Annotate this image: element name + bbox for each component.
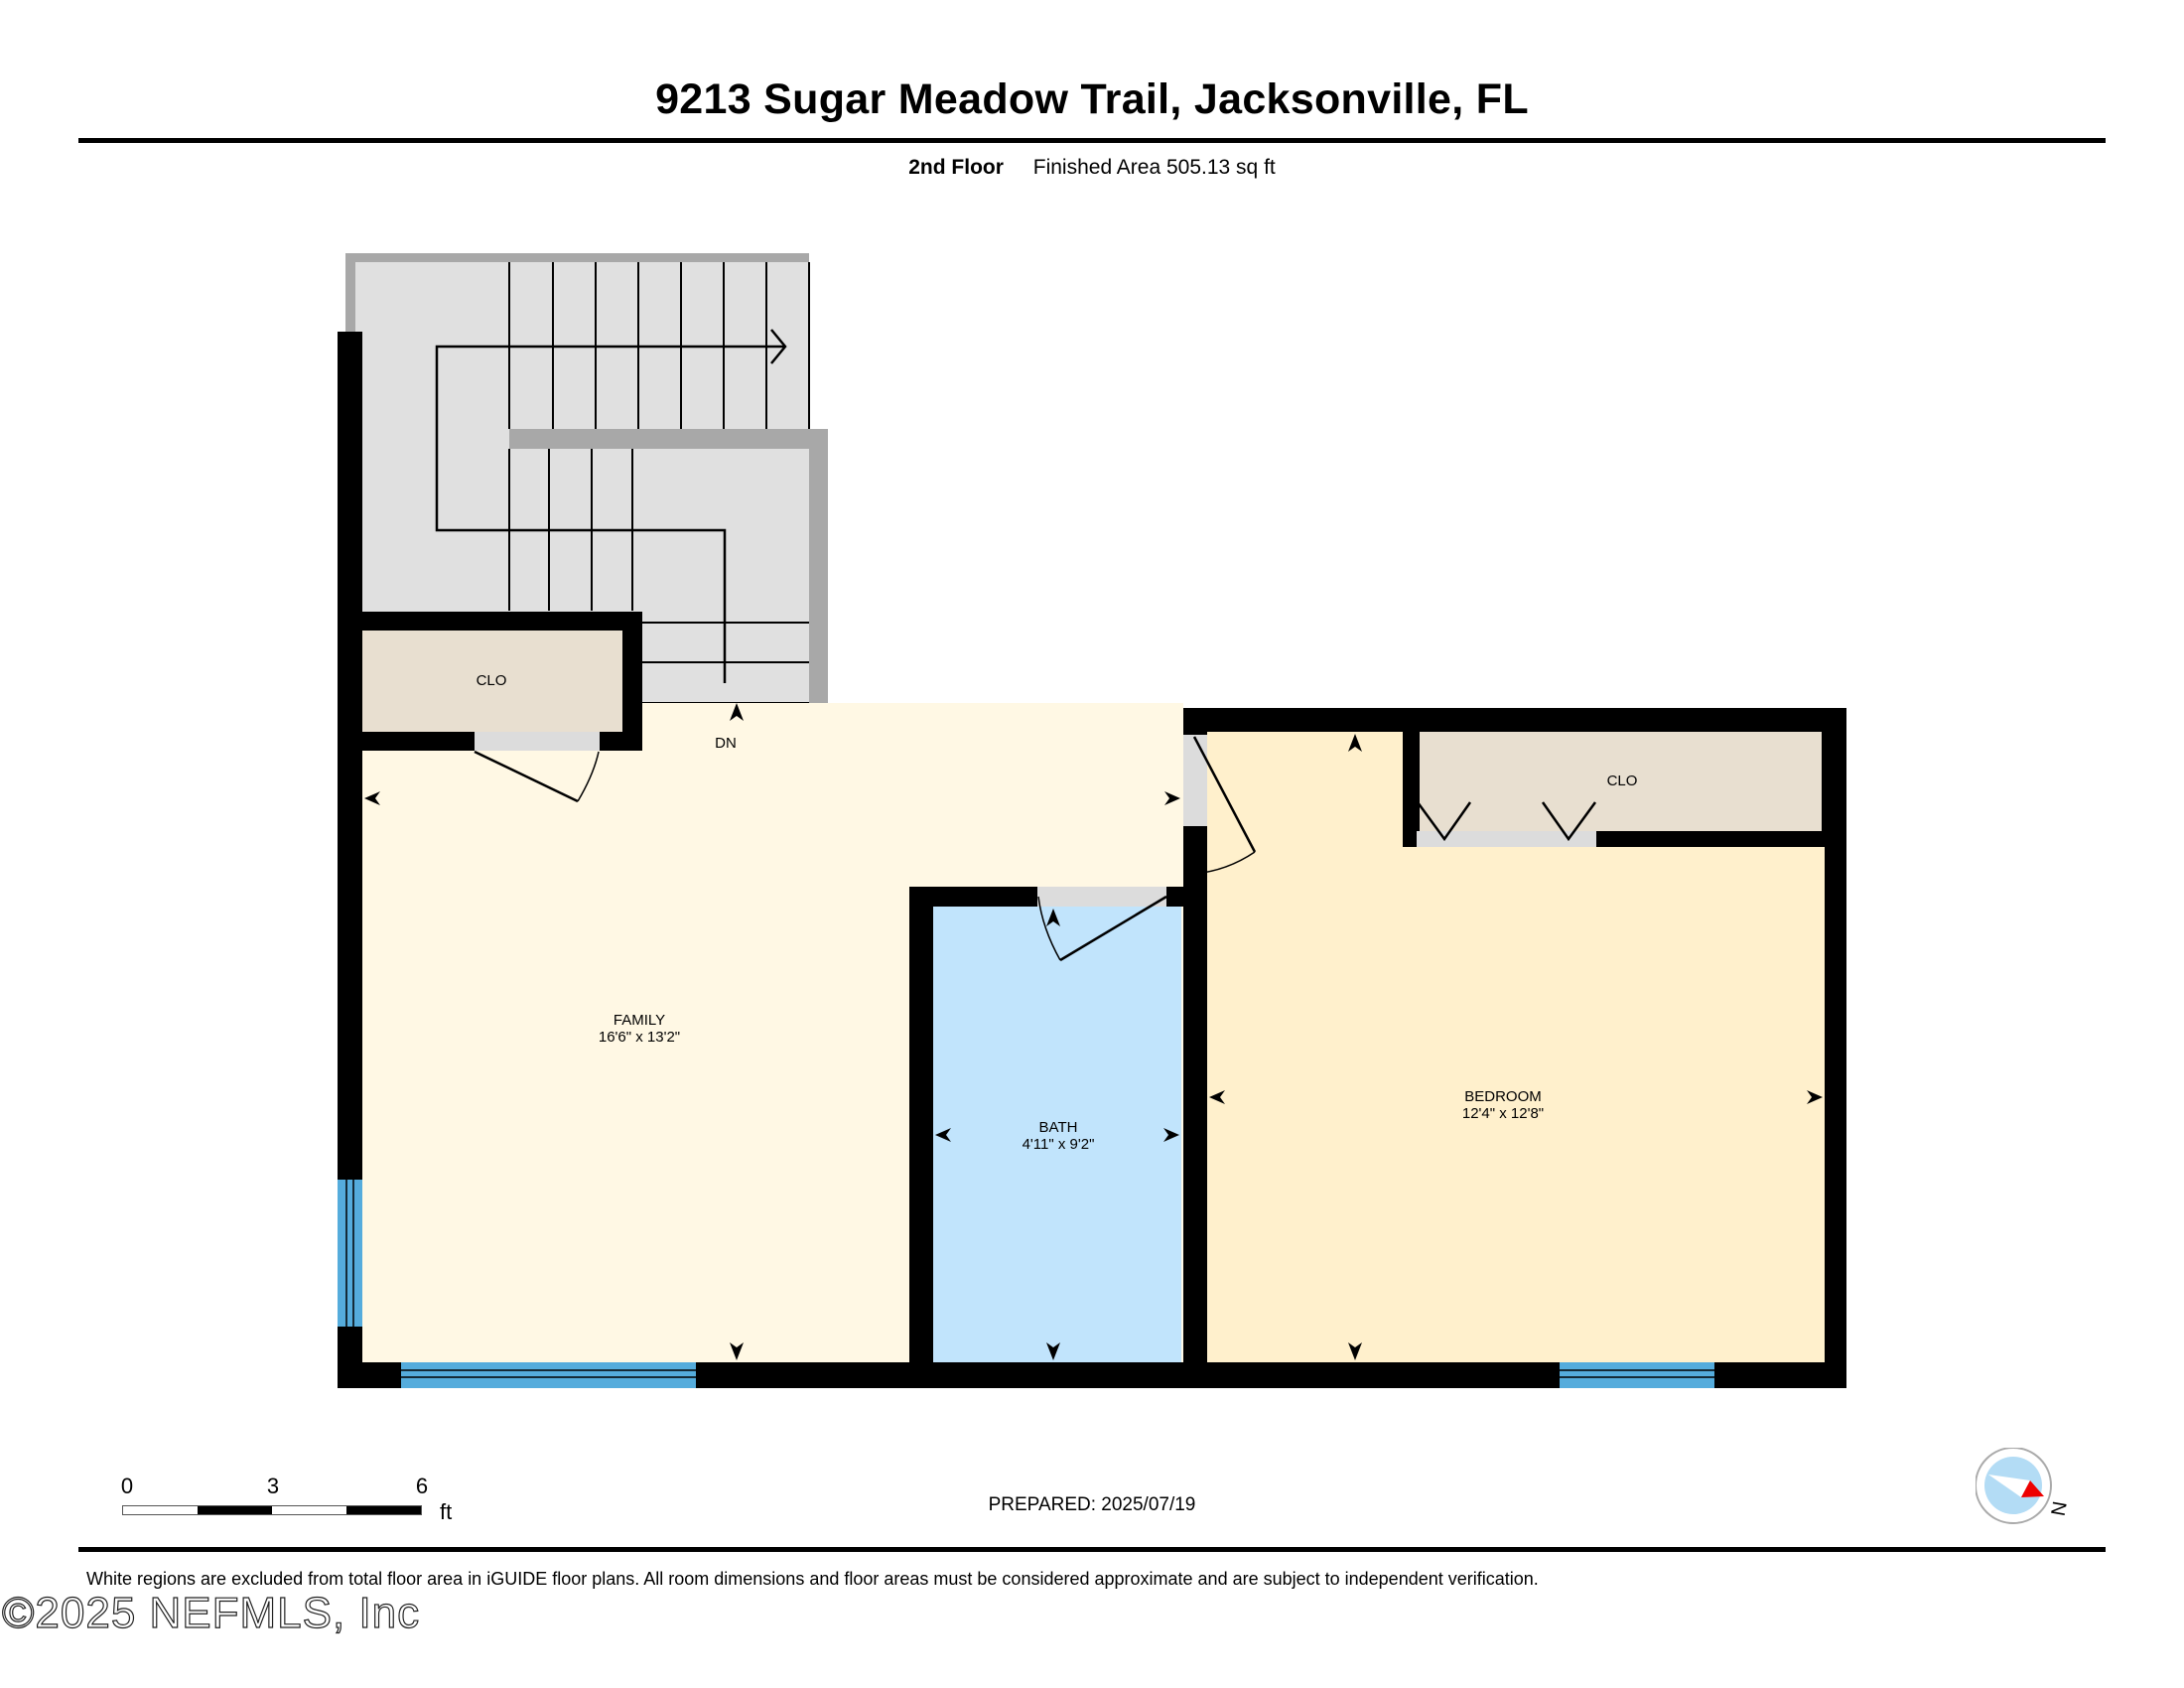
wall-bath-west <box>909 887 933 1363</box>
stair-direction-line <box>435 345 784 683</box>
room-label-closet-1: CLO <box>477 672 507 689</box>
footer-divider <box>78 1547 2106 1552</box>
room-closet-2 <box>1420 732 1822 831</box>
scale-bar: 0 3 6 ft <box>120 1474 460 1543</box>
room-dimensions: 16'6" x 13'2" <box>598 1029 681 1046</box>
wall-bedroom-east <box>1825 708 1846 1388</box>
room-name: CLO <box>1606 773 1638 789</box>
room-bath <box>933 907 1181 1362</box>
room-closet-1 <box>360 631 622 732</box>
header-divider <box>78 138 2106 143</box>
floor-summary: 2nd Floor Finished Area 505.13 sq ft <box>0 156 2184 180</box>
room-label-closet-2: CLO <box>1607 773 1638 789</box>
scale-tick-3: 3 <box>266 1474 280 1498</box>
scale-unit: ft <box>440 1499 453 1524</box>
room-name: CLO <box>476 672 507 689</box>
closet-2-door-opening <box>1417 831 1596 847</box>
room-name: FAMILY <box>613 1012 666 1029</box>
window-bedroom-south <box>1560 1362 1714 1388</box>
disclaimer-text: White regions are excluded from total fl… <box>86 1569 1539 1589</box>
scale-tick-6: 6 <box>415 1474 429 1498</box>
floor-label: 2nd Floor <box>908 156 1004 179</box>
room-name: BEDROOM <box>1464 1088 1542 1105</box>
bedroom-door-opening <box>1183 735 1207 826</box>
compass-icon <box>1975 1447 2052 1524</box>
page-title: 9213 Sugar Meadow Trail, Jacksonville, F… <box>655 75 1529 123</box>
prepared-date: PREPARED: 2025/07/19 <box>988 1494 1196 1515</box>
dimension-arrows <box>364 703 1823 1360</box>
room-label-family: FAMILY 16'6" x 13'2" <box>599 1012 680 1046</box>
room-dimensions: 12'4" x 12'8" <box>1461 1105 1545 1122</box>
room-name: BATH <box>1038 1119 1078 1136</box>
stair-down-label: DN <box>715 735 737 752</box>
room-dimensions: 4'11" x 9'2" <box>1022 1136 1095 1153</box>
closet-1-door-opening <box>475 732 600 751</box>
window-west <box>338 1180 362 1327</box>
room-label-bedroom: BEDROOM 12'4" x 12'8" <box>1462 1088 1544 1122</box>
wall-bedroom-north <box>1183 708 1846 732</box>
window-family-south <box>401 1362 696 1388</box>
copyright-watermark: ©2025 NEFMLS, Inc <box>1 1588 421 1637</box>
compass: N <box>1975 1447 2072 1527</box>
stair-arrowhead-icon <box>770 329 787 364</box>
scale-tick-0: 0 <box>120 1474 134 1498</box>
scale-bar-segments <box>122 1505 422 1515</box>
bath-door-opening <box>1037 887 1166 907</box>
room-label-bath: BATH 4'11" x 9'2" <box>1023 1119 1095 1153</box>
finished-area: Finished Area 505.13 sq ft <box>1032 156 1276 179</box>
